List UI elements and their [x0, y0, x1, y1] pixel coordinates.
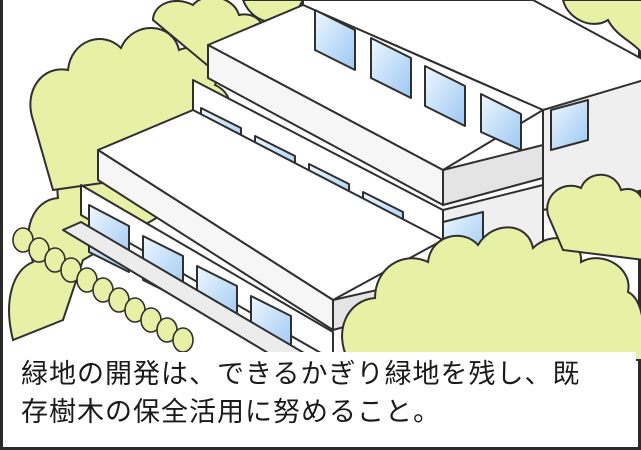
caption-line-1: 緑地の開発は、できるかぎり緑地を残し、既	[21, 359, 581, 390]
foreground-trees	[341, 173, 641, 361]
caption-box: 緑地の開発は、できるかぎり緑地を残し、既 存樹木の保全活用に努めること。	[11, 352, 636, 446]
caption-line-2: 存樹木の保全活用に努めること。	[21, 397, 441, 428]
terraced-building	[62, 0, 641, 381]
right-top-trees	[561, 0, 641, 55]
hedge-row	[12, 227, 194, 353]
terraced-building-with-trees-illustration	[8, 0, 641, 381]
